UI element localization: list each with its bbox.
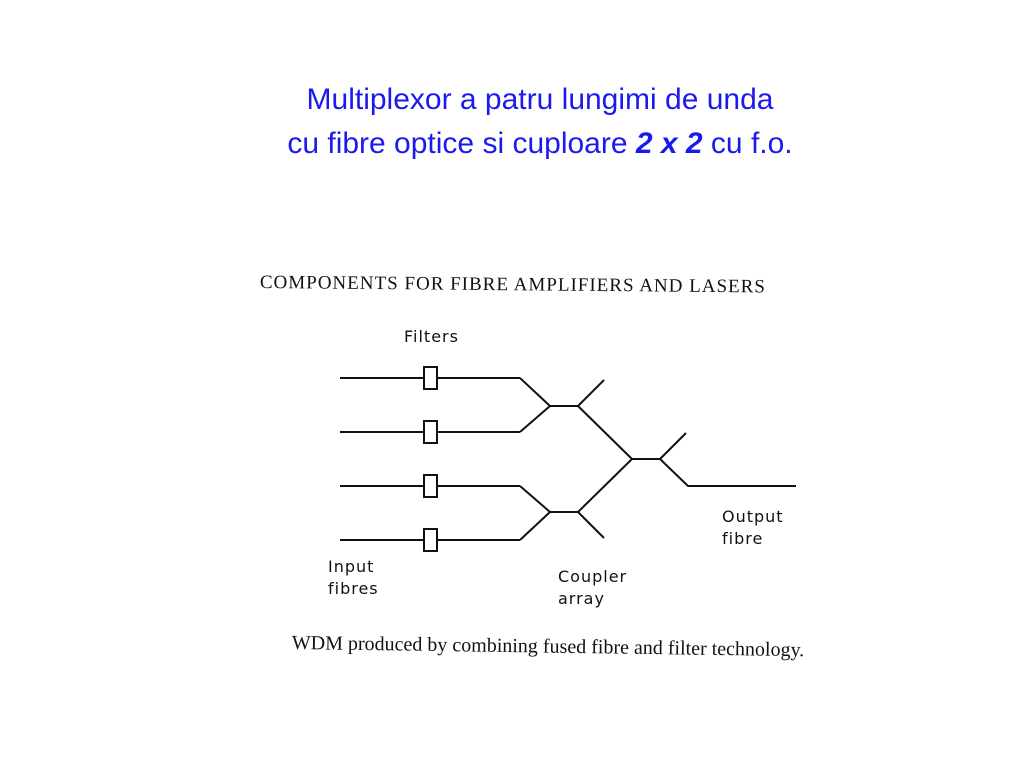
slide-title-line-2: cu fibre optice si cuploare 2 x 2 cu f.o… — [0, 122, 1024, 166]
output-fibre-label-line-2: fibre — [722, 529, 764, 548]
slide-title-line-2-end: cu f.o. — [702, 127, 793, 160]
coupler-lower — [519, 485, 605, 541]
output-fibre-label: Output fibre — [722, 506, 784, 550]
slide-title: Multiplexor a patru lungimi de unda cu f… — [0, 78, 1024, 166]
filter-2 — [423, 420, 438, 444]
slide-title-coupler-ratio: 2 x 2 — [635, 127, 703, 160]
coupler-upper — [519, 377, 605, 433]
filter-4 — [423, 528, 438, 552]
input-fibres-label: Input fibres — [328, 556, 379, 600]
output-fibre — [659, 458, 796, 487]
input-fibres-label-line-1: Input — [328, 557, 375, 576]
coupler-array-label-line-1: Coupler — [558, 567, 628, 586]
filters-label: Filters — [404, 327, 459, 346]
coupler-final — [577, 405, 687, 513]
filter-1 — [423, 366, 438, 390]
coupler-array-label-line-2: array — [558, 589, 605, 608]
filter-3 — [423, 474, 438, 498]
coupler-array-label: Coupler array — [558, 566, 627, 610]
slide-title-line-2-start: cu fibre optice si cuploare — [287, 127, 636, 160]
slide-title-line-1: Multiplexor a patru lungimi de unda — [306, 83, 774, 116]
output-fibre-label-line-1: Output — [722, 507, 784, 526]
input-fibres-label-line-2: fibres — [328, 579, 379, 598]
